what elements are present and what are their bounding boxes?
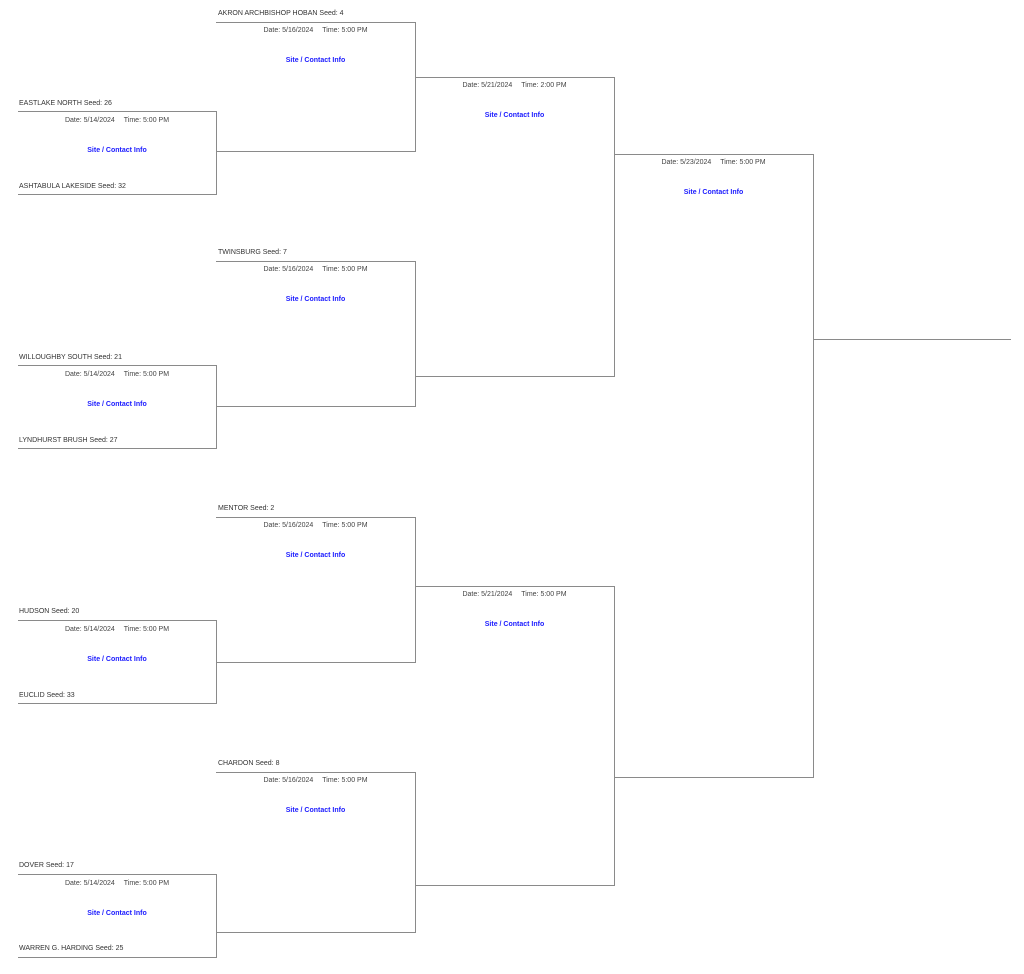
game-date: Date: 5/23/2024: [661, 159, 712, 166]
game-time: Time: 5:00 PM: [123, 880, 170, 887]
game-datetime: Date: 5/14/2024 Time: 5:00 PM: [18, 117, 216, 124]
game-date: Date: 5/14/2024: [64, 880, 115, 887]
game-time: Time: 5:00 PM: [123, 626, 170, 633]
game-datetime: Date: 5/14/2024 Time: 5:00 PM: [18, 626, 216, 633]
game-time: Time: 5:00 PM: [720, 159, 766, 166]
site-contact-link[interactable]: Site / Contact Info: [87, 656, 147, 663]
game-date: Date: 5/14/2024: [64, 371, 115, 378]
game-date: Date: 5/21/2024: [462, 591, 513, 598]
game-box: Date: 5/14/2024 Time: 5:00 PM Site / Cont…: [18, 365, 217, 449]
site-contact-link[interactable]: Site / Contact Info: [285, 296, 346, 303]
game-date: Date: 5/21/2024: [462, 82, 513, 89]
game-time: Time: 5:00 PM: [322, 27, 368, 34]
site-contact-link[interactable]: Site / Contact Info: [484, 621, 545, 628]
game-datetime: Date: 5/16/2024 Time: 5:00 PM: [216, 777, 415, 784]
team-top: AKRON ARCHBISHOP HOBAN Seed: 4: [218, 10, 344, 17]
game-date: Date: 5/16/2024: [263, 522, 314, 529]
site-contact-link[interactable]: Site / Contact Info: [484, 112, 545, 119]
site-contact-link[interactable]: Site / Contact Info: [87, 147, 147, 154]
game-datetime: Date: 5/21/2024 Time: 5:00 PM: [415, 591, 614, 598]
game-time: Time: 5:00 PM: [123, 371, 170, 378]
game-box: Date: 5/16/2024 Time: 5:00 PM Site / Cont…: [216, 22, 416, 152]
game-date: Date: 5/14/2024: [64, 626, 115, 633]
champion-line: [813, 339, 1011, 340]
game-date: Date: 5/16/2024: [263, 777, 314, 784]
team-bottom: EUCLID Seed: 33: [19, 692, 75, 699]
team-top: TWINSBURG Seed: 7: [218, 249, 287, 256]
game-datetime: Date: 5/14/2024 Time: 5:00 PM: [18, 880, 216, 887]
team-top: HUDSON Seed: 20: [19, 608, 80, 615]
team-bottom: WARREN G. HARDING Seed: 25: [19, 945, 124, 952]
game-box: Date: 5/16/2024 Time: 5:00 PM Site / Cont…: [216, 517, 416, 663]
game-datetime: Date: 5/16/2024 Time: 5:00 PM: [216, 27, 415, 34]
game-box: Date: 5/14/2024 Time: 5:00 PM Site / Cont…: [18, 111, 217, 195]
team-top: MENTOR Seed: 2: [218, 505, 275, 512]
game-time: Time: 5:00 PM: [123, 117, 170, 124]
team-top: EASTLAKE NORTH Seed: 26: [19, 100, 112, 107]
game-box: Date: 5/14/2024 Time: 5:00 PM Site / Cont…: [18, 874, 217, 958]
game-time: Time: 2:00 PM: [521, 82, 567, 89]
game-datetime: Date: 5/21/2024 Time: 2:00 PM: [415, 82, 614, 89]
team-top: WILLOUGHBY SOUTH Seed: 21: [19, 354, 122, 361]
site-contact-link[interactable]: Site / Contact Info: [285, 807, 346, 814]
game-date: Date: 5/14/2024: [64, 117, 115, 124]
game-box: Date: 5/21/2024 Time: 2:00 PM Site / Cont…: [415, 77, 615, 377]
game-datetime: Date: 5/16/2024 Time: 5:00 PM: [216, 266, 415, 273]
game-date: Date: 5/16/2024: [263, 27, 314, 34]
team-top: DOVER Seed: 17: [19, 862, 74, 869]
game-time: Time: 5:00 PM: [322, 777, 368, 784]
game-date: Date: 5/16/2024: [263, 266, 314, 273]
site-contact-link[interactable]: Site / Contact Info: [285, 57, 346, 64]
game-time: Time: 5:00 PM: [521, 591, 567, 598]
game-box: Date: 5/16/2024 Time: 5:00 PM Site / Cont…: [216, 261, 416, 407]
site-contact-link[interactable]: Site / Contact Info: [285, 552, 346, 559]
team-top: CHARDON Seed: 8: [218, 760, 280, 767]
game-time: Time: 5:00 PM: [322, 522, 368, 529]
site-contact-link[interactable]: Site / Contact Info: [87, 910, 147, 917]
game-time: Time: 5:00 PM: [322, 266, 368, 273]
game-datetime: Date: 5/16/2024 Time: 5:00 PM: [216, 522, 415, 529]
game-box: Date: 5/21/2024 Time: 5:00 PM Site / Cont…: [415, 586, 615, 886]
site-contact-link[interactable]: Site / Contact Info: [683, 189, 744, 196]
game-box: Date: 5/16/2024 Time: 5:00 PM Site / Cont…: [216, 772, 416, 933]
game-datetime: Date: 5/23/2024 Time: 5:00 PM: [614, 159, 813, 166]
team-bottom: ASHTABULA LAKESIDE Seed: 32: [19, 183, 126, 190]
site-contact-link[interactable]: Site / Contact Info: [87, 401, 147, 408]
game-datetime: Date: 5/14/2024 Time: 5:00 PM: [18, 371, 216, 378]
team-bottom: LYNDHURST BRUSH Seed: 27: [19, 437, 118, 444]
game-box: Date: 5/23/2024 Time: 5:00 PM Site / Cont…: [614, 154, 814, 778]
